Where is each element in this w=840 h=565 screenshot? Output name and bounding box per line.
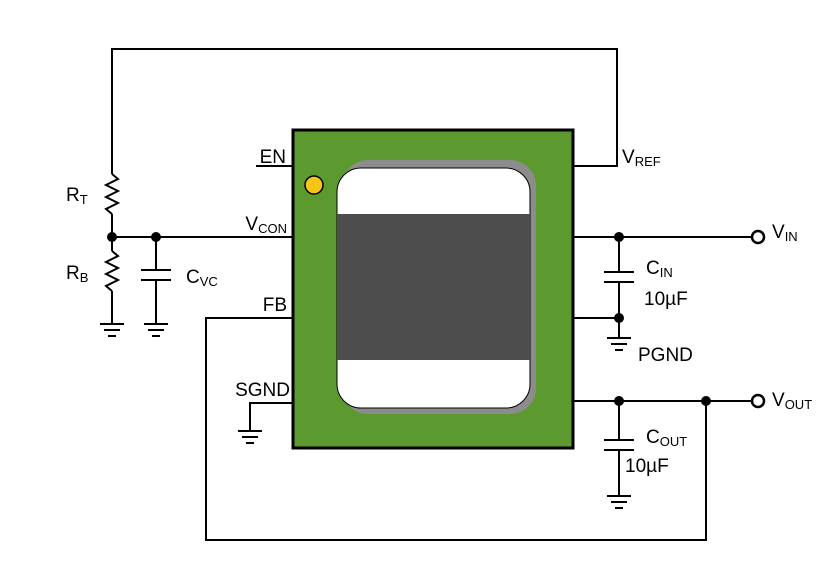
- sgnd-wire: [249, 402, 293, 431]
- rt-resistor: [103, 173, 121, 215]
- vin-terminal: [750, 229, 766, 245]
- junction-dots: [107, 232, 711, 406]
- cvc-label: CVC: [186, 267, 218, 289]
- junction-dot: [701, 396, 711, 406]
- sgnd-label: SGND: [235, 380, 290, 401]
- ground-symbol-sgnd: [238, 430, 262, 444]
- ground-symbol-cvc: [144, 323, 168, 337]
- rt-label: RT: [66, 185, 88, 207]
- junction-dot: [614, 232, 624, 242]
- ic-package: [291, 128, 575, 450]
- ground-symbols: [100, 323, 631, 509]
- junction-dot: [614, 396, 624, 406]
- pgnd-label: PGND: [638, 345, 693, 366]
- ground-symbol-pgnd: [607, 337, 631, 351]
- fb-loop-wire: [205, 317, 707, 541]
- rb-resistor: [103, 250, 121, 292]
- vref-label: VREF: [622, 147, 661, 169]
- vcon-label: VCON: [245, 214, 287, 236]
- wires: [103, 48, 752, 541]
- fb-label: FB: [263, 295, 287, 316]
- cout-label: COUT: [646, 427, 687, 449]
- cout-value: 10µF: [625, 456, 669, 477]
- rb-label: RB: [66, 263, 88, 285]
- junction-dot: [614, 313, 624, 323]
- vout-label: VOUT: [772, 390, 812, 412]
- pin1-marker-icon: [304, 175, 324, 195]
- vref-top-wire: [111, 48, 618, 167]
- ground-symbol-rb: [100, 323, 124, 337]
- en-label: EN: [260, 147, 286, 168]
- cin-value: 10µF: [644, 289, 688, 310]
- ground-symbol-cout: [607, 495, 631, 509]
- vin-label: VIN: [772, 222, 798, 244]
- labels: EN VCON FB SGND VREF RT RB CVC VIN CIN 1…: [66, 147, 812, 477]
- cin-label: CIN: [646, 258, 673, 280]
- junction-dot: [107, 232, 117, 242]
- die-dark-center: [337, 214, 530, 360]
- junction-dot: [151, 232, 161, 242]
- vout-terminal: [750, 393, 766, 409]
